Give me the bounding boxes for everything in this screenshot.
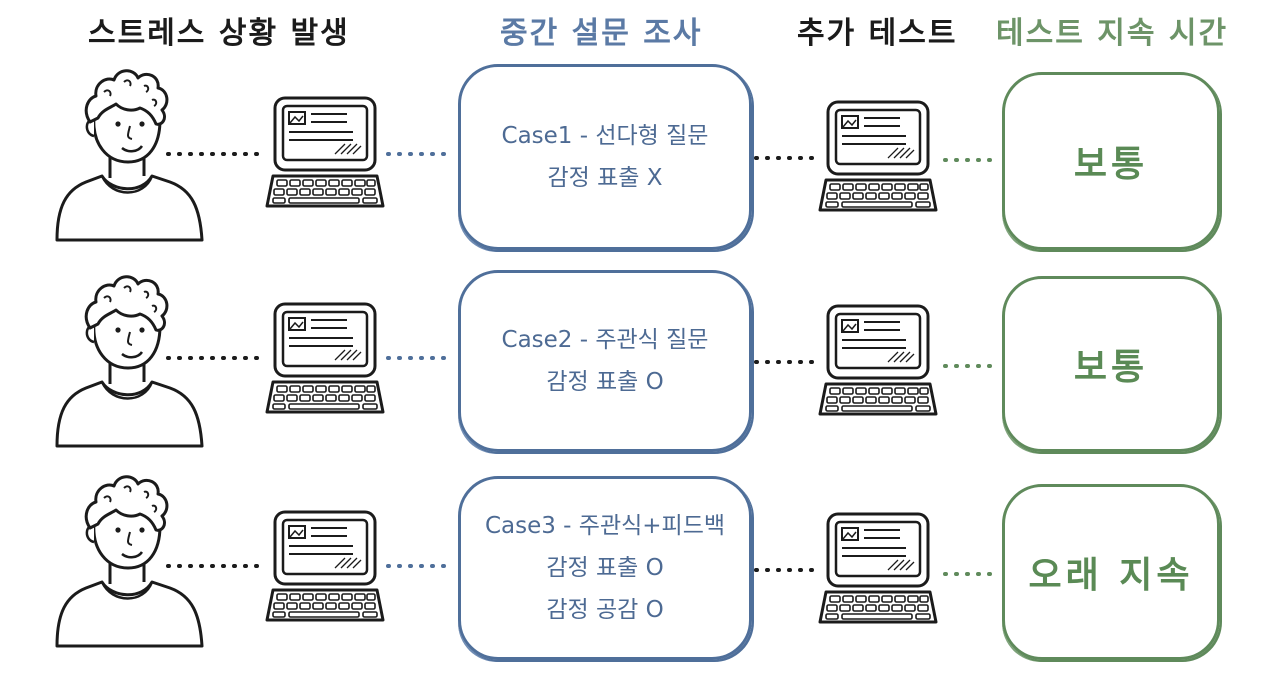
result-box-1: 보통 <box>1002 72 1220 250</box>
computer-icon <box>265 510 385 622</box>
person-icon <box>55 275 204 448</box>
computer-icon <box>265 302 385 414</box>
person-icon <box>55 475 204 648</box>
result-label: 오래 지속 <box>1028 555 1194 596</box>
computer-icon <box>818 304 938 416</box>
result-label: 보통 <box>1073 347 1149 388</box>
header-duration: 테스트 지속 시간 <box>996 16 1229 51</box>
case-detail: 감정 표출 O <box>546 369 664 395</box>
case-box-3: Case3 - 주관식+피드백 감정 표출 O 감정 공감 O <box>458 476 752 660</box>
result-label: 보통 <box>1073 144 1149 185</box>
case-title: Case3 - 주관식+피드백 <box>484 513 726 539</box>
result-box-3: 오래 지속 <box>1002 484 1220 660</box>
header-survey: 중간 설문 조사 <box>500 16 703 51</box>
case-detail: 감정 표출 O <box>546 555 664 581</box>
result-box-2: 보통 <box>1002 276 1220 452</box>
case-title: Case2 - 주관식 질문 <box>501 327 709 353</box>
header-stress: 스트레스 상황 발생 <box>88 16 350 51</box>
case-box-1: Case1 - 선다형 질문 감정 표출 X <box>458 64 752 250</box>
case-detail: 감정 표출 X <box>547 165 663 191</box>
header-additional-test: 추가 테스트 <box>797 16 958 51</box>
case-title: Case1 - 선다형 질문 <box>501 123 709 149</box>
case-detail: 감정 공감 O <box>546 597 664 623</box>
case-box-2: Case2 - 주관식 질문 감정 표출 O <box>458 270 752 452</box>
computer-icon <box>265 96 385 208</box>
computer-icon <box>818 100 938 212</box>
computer-icon <box>818 512 938 624</box>
